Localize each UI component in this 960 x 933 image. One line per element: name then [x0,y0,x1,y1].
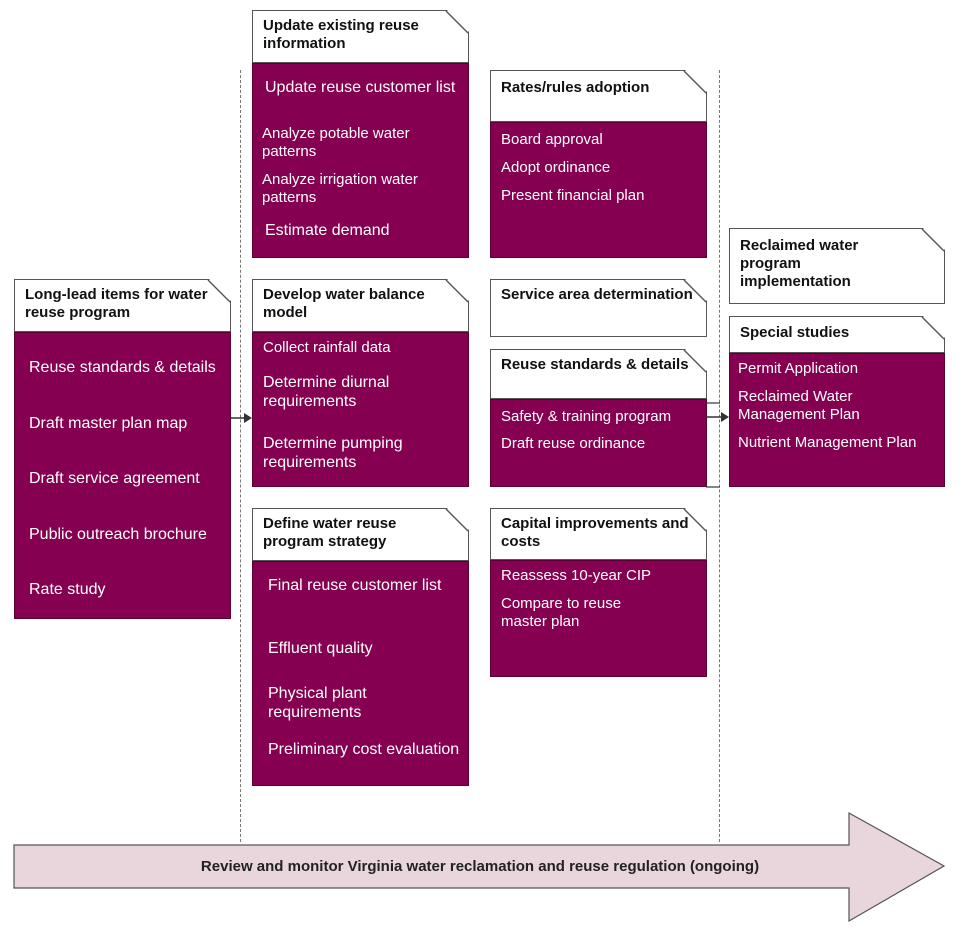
list-item: Board approval [501,131,603,148]
list-item: Reclaimed Water Management Plan [738,388,860,423]
update-info-body: Update reuse customer list Analyze potab… [252,63,469,258]
special-studies-card: Special studies Permit Application Recla… [729,316,945,487]
list-item: Rate study [29,581,106,598]
list-item: Draft master plan map [29,415,188,432]
list-item: Nutrient Management Plan [738,434,917,451]
list-item: Estimate demand [265,222,390,239]
reuse-standards-card: Reuse standards & details Safety & train… [490,349,707,487]
strategy-body: Final reuse customer list Effluent quali… [252,561,469,786]
service-area-card: Service area determination [490,279,707,337]
special-studies-header: Special studies [729,316,945,353]
list-item: Determine pumping requirements [263,435,403,471]
list-item: Permit Application [738,360,859,377]
list-item: Public outreach brochure [29,526,207,543]
list-item: Final reuse customer list [268,577,442,594]
reclaimed-title: Reclaimed water program implementation [740,237,859,290]
service-area-header: Service area determination [490,279,707,337]
list-item: Present financial plan [501,187,645,204]
rates-rules-body: Board approval Adopt ordinance Present f… [490,122,707,258]
list-item: Safety & training program [501,408,672,425]
rates-rules-title: Rates/rules adoption [501,79,650,96]
long-lead-title: Long-lead items for water reuse program [25,286,208,321]
strategy-title: Define water reuse program strategy [263,515,397,550]
long-lead-card: Long-lead items for water reuse program … [14,279,231,619]
ongoing-arrow-label: Review and monitor Virginia water reclam… [200,858,760,875]
list-item: Effluent quality [268,640,373,657]
connector-arrow-right [706,402,729,488]
reuse-standards-body: Safety & training program Draft reuse or… [490,399,707,487]
special-studies-body: Permit Application Reclaimed Water Manag… [729,353,945,487]
capital-header: Capital improvements and costs [490,508,707,560]
capital-title: Capital improvements and costs [501,515,689,550]
list-item: Physical plant requirements [268,685,367,721]
reuse-standards-header: Reuse standards & details [490,349,707,399]
rates-rules-header: Rates/rules adoption [490,70,707,122]
list-item: Analyze potable water patterns [262,125,410,160]
service-area-title: Service area determination [501,286,693,303]
list-item: Draft service agreement [29,470,200,487]
phase-divider-1 [240,70,241,842]
list-item: Reuse standards & details [29,359,216,376]
strategy-card: Define water reuse program strategy Fina… [252,508,469,786]
water-balance-card: Develop water balance model Collect rain… [252,279,469,487]
update-info-title: Update existing reuse information [263,17,419,52]
long-lead-header: Long-lead items for water reuse program [14,279,231,332]
list-item: Collect rainfall data [263,339,391,356]
water-balance-title: Develop water balance model [263,286,425,321]
connector-arrow-left [231,413,252,423]
list-item: Preliminary cost evaluation [268,741,460,758]
water-balance-header: Develop water balance model [252,279,469,332]
phase-divider-2 [719,70,720,842]
special-studies-title: Special studies [740,324,850,341]
water-balance-body: Collect rainfall data Determine diurnal … [252,332,469,487]
reclaimed-card: Reclaimed water program implementation [729,228,945,304]
list-item: Draft reuse ordinance [501,435,646,452]
rates-rules-card: Rates/rules adoption Board approval Adop… [490,70,707,258]
capital-body: Reassess 10-year CIP Compare to reuse ma… [490,560,707,677]
reuse-standards-title: Reuse standards & details [501,356,689,373]
reclaimed-header: Reclaimed water program implementation [729,228,945,304]
list-item: Adopt ordinance [501,159,611,176]
list-item: Analyze irrigation water patterns [262,171,418,206]
update-info-header: Update existing reuse information [252,10,469,63]
strategy-header: Define water reuse program strategy [252,508,469,561]
list-item: Determine diurnal requirements [263,374,390,410]
update-info-card: Update existing reuse information Update… [252,10,469,258]
list-item: Update reuse customer list [265,79,456,96]
capital-card: Capital improvements and costs Reassess … [490,508,707,677]
long-lead-body: Reuse standards & details Draft master p… [14,332,231,619]
list-item: Reassess 10-year CIP [501,567,652,584]
list-item: Compare to reuse master plan [501,595,622,630]
